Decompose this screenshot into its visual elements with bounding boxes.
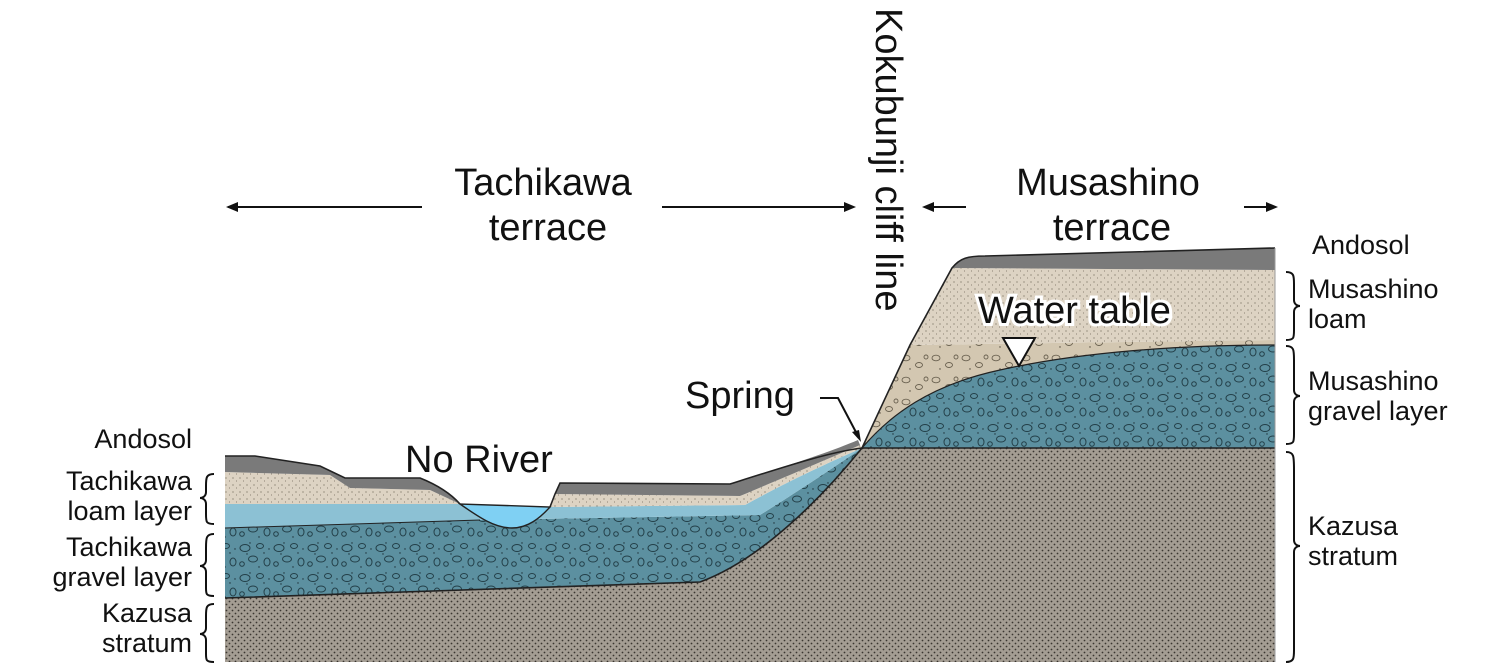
layer-outlines <box>224 247 1276 662</box>
right-loam-label-1: Musashino <box>1308 274 1439 304</box>
kazusa-stratum-shape <box>225 448 1275 662</box>
musashino-extent-arrow <box>922 202 1278 212</box>
spring-label: Spring <box>685 375 795 417</box>
right-layer-braces <box>1285 271 1301 663</box>
right-andosol-label: Andosol <box>1312 230 1410 260</box>
right-gravel-label-1: Musashino <box>1308 366 1439 396</box>
tachikawa-loam-right-shape <box>550 445 862 507</box>
musashino-gravel-dry-shape <box>862 340 1275 448</box>
left-gravel-label-1: Tachikawa <box>66 532 193 562</box>
river-water-shape <box>457 503 552 529</box>
left-layer-braces <box>199 473 215 663</box>
tachikawa-gravel-shape <box>225 448 862 598</box>
right-kazusa-label-2: stratum <box>1308 541 1398 571</box>
musashino-loam-shape <box>910 268 1275 345</box>
right-gravel-label-2: gravel layer <box>1308 396 1448 426</box>
spring-pointer <box>820 397 859 437</box>
left-kazusa-label-1: Kazusa <box>102 598 193 628</box>
left-loam-label-2: loam layer <box>67 496 192 526</box>
tachikawa-terrace-title-1: Tachikawa <box>454 162 632 204</box>
right-kazusa-label-1: Kazusa <box>1308 511 1399 541</box>
right-loam-label-2: loam <box>1308 304 1367 334</box>
water-table-marker-icon <box>1001 337 1037 369</box>
left-loam-label-1: Tachikawa <box>66 466 193 496</box>
tachikawa-terrace-title-2: terrace <box>489 207 607 249</box>
musashino-terrace-title-2: terrace <box>1053 207 1171 249</box>
cliff-line-label: Kokubunji cliff line <box>867 8 909 311</box>
musashino-gravel-shape <box>862 345 1275 448</box>
left-andosol-label: Andosol <box>94 424 192 454</box>
tachikawa-andosol-shape <box>225 456 460 504</box>
left-gravel-label-2: gravel layer <box>52 562 192 592</box>
water-table-label: Water table <box>978 290 1171 332</box>
spring-flow-shape <box>225 448 862 528</box>
no-river-label: No River <box>405 439 553 481</box>
musashino-terrace-title-1: Musashino <box>1016 162 1200 204</box>
musashino-andosol-shape <box>952 248 1275 270</box>
tachikawa-andosol-right-shape <box>555 440 860 496</box>
tachikawa-loam-shape <box>225 472 460 504</box>
left-kazusa-label-2: stratum <box>102 628 192 658</box>
tachikawa-extent-arrow <box>226 202 856 212</box>
